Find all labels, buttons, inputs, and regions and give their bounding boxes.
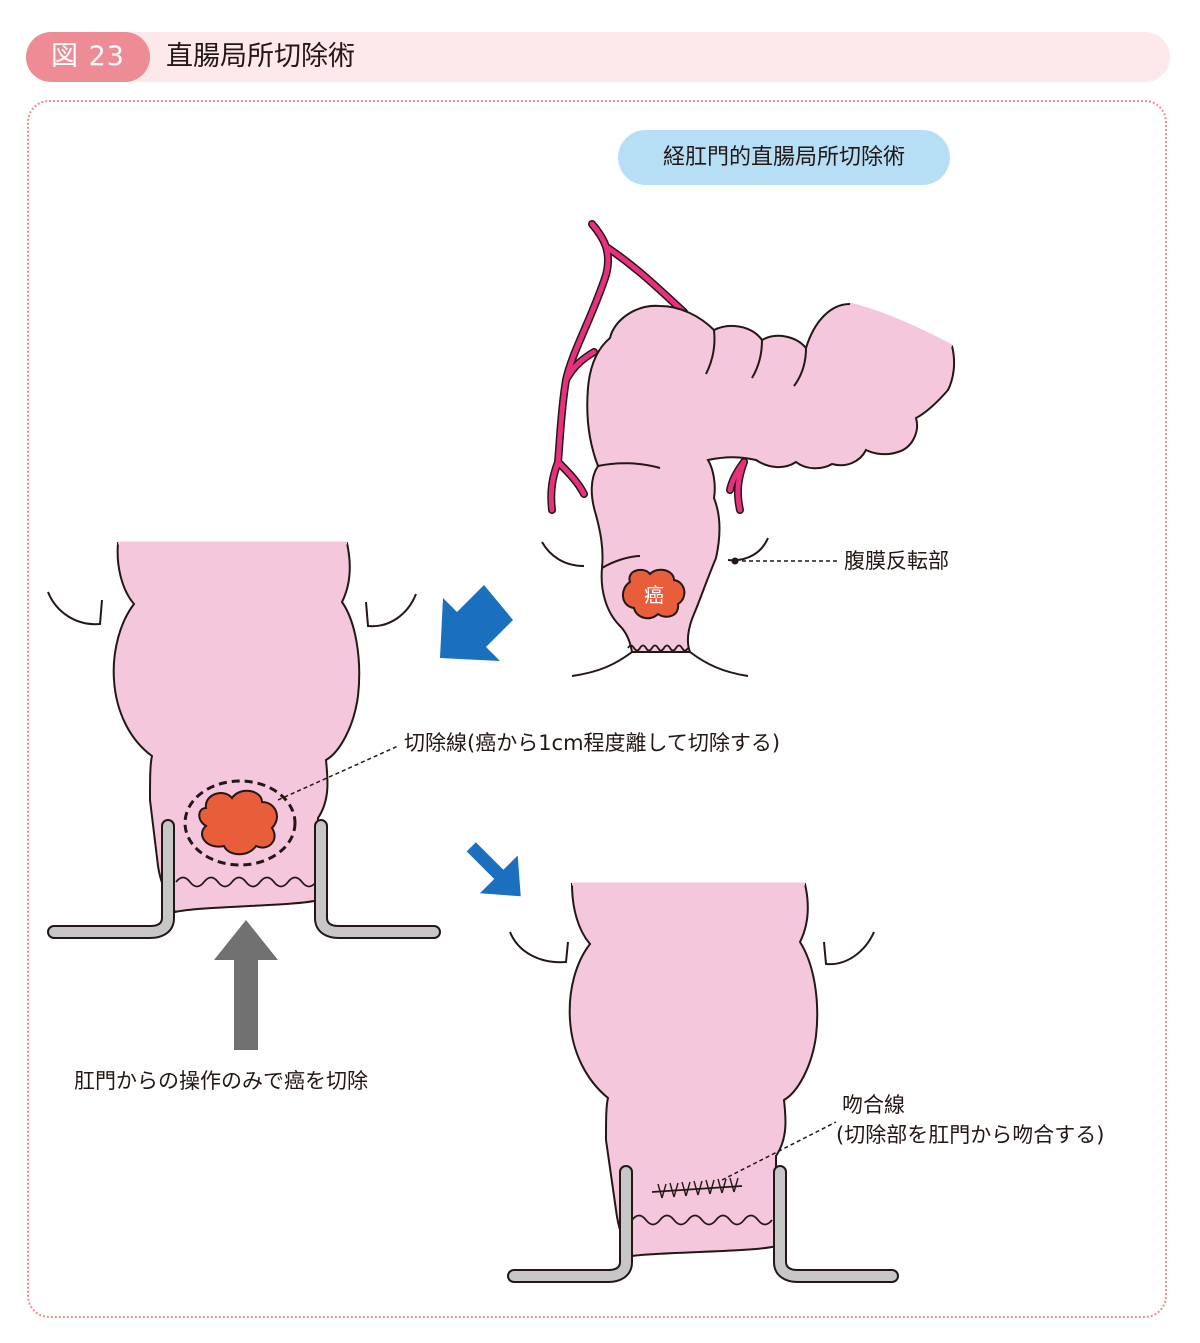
resection-margin bbox=[183, 779, 297, 867]
retractor-left-blade bbox=[47, 819, 175, 939]
retractor-right-right-blade bbox=[773, 1165, 899, 1283]
tumor-left bbox=[198, 789, 278, 856]
flow-arrow-to-right bbox=[466, 842, 521, 897]
resection-line-label: 切除線(癌から1cm程度離して切除する) bbox=[404, 731, 780, 755]
pelvic-floor-line bbox=[571, 651, 749, 677]
dentate-line-left bbox=[175, 876, 317, 888]
resection-illustration: 切除線(癌から1cm程度離して切除する) 肛門からの操作のみで癌を切除 bbox=[47, 541, 780, 1093]
dentate-line-overview bbox=[627, 644, 689, 652]
header-bar bbox=[26, 32, 1170, 82]
tumor-label: 癌 bbox=[644, 583, 664, 607]
mesenteric-vessels bbox=[547, 220, 748, 514]
procedure-label: 経肛門的直腸局所切除術 bbox=[618, 130, 950, 185]
overview-illustration: 癌 腹膜反転部 bbox=[541, 220, 956, 677]
retractor-right-blade bbox=[314, 819, 441, 939]
retractor-right-left-blade bbox=[507, 1165, 633, 1283]
flow-arrow-to-left bbox=[440, 585, 513, 661]
transanal-operation-label: 肛門からの操作のみで癌を切除 bbox=[74, 1069, 368, 1093]
dentate-line-right bbox=[631, 1214, 773, 1226]
tumor-overview bbox=[622, 568, 686, 620]
figure-number-badge: 図 23 bbox=[26, 32, 150, 82]
anastomosis-illustration: 吻合線 (切除部を肛門から吻合する) bbox=[507, 882, 1104, 1283]
anastomosis-note: (切除部を肛門から吻合する) bbox=[836, 1123, 1104, 1147]
anastomosis-label: 吻合線 bbox=[842, 1093, 905, 1117]
diagram-frame bbox=[27, 100, 1167, 1318]
transanal-approach-arrow bbox=[214, 920, 278, 1050]
suture-line bbox=[651, 1177, 743, 1199]
rectum-shape-left bbox=[112, 542, 361, 914]
peritoneal-reflection-label: 腹膜反転部 bbox=[844, 549, 949, 573]
figure-title: 直腸局所切除術 bbox=[166, 41, 355, 72]
